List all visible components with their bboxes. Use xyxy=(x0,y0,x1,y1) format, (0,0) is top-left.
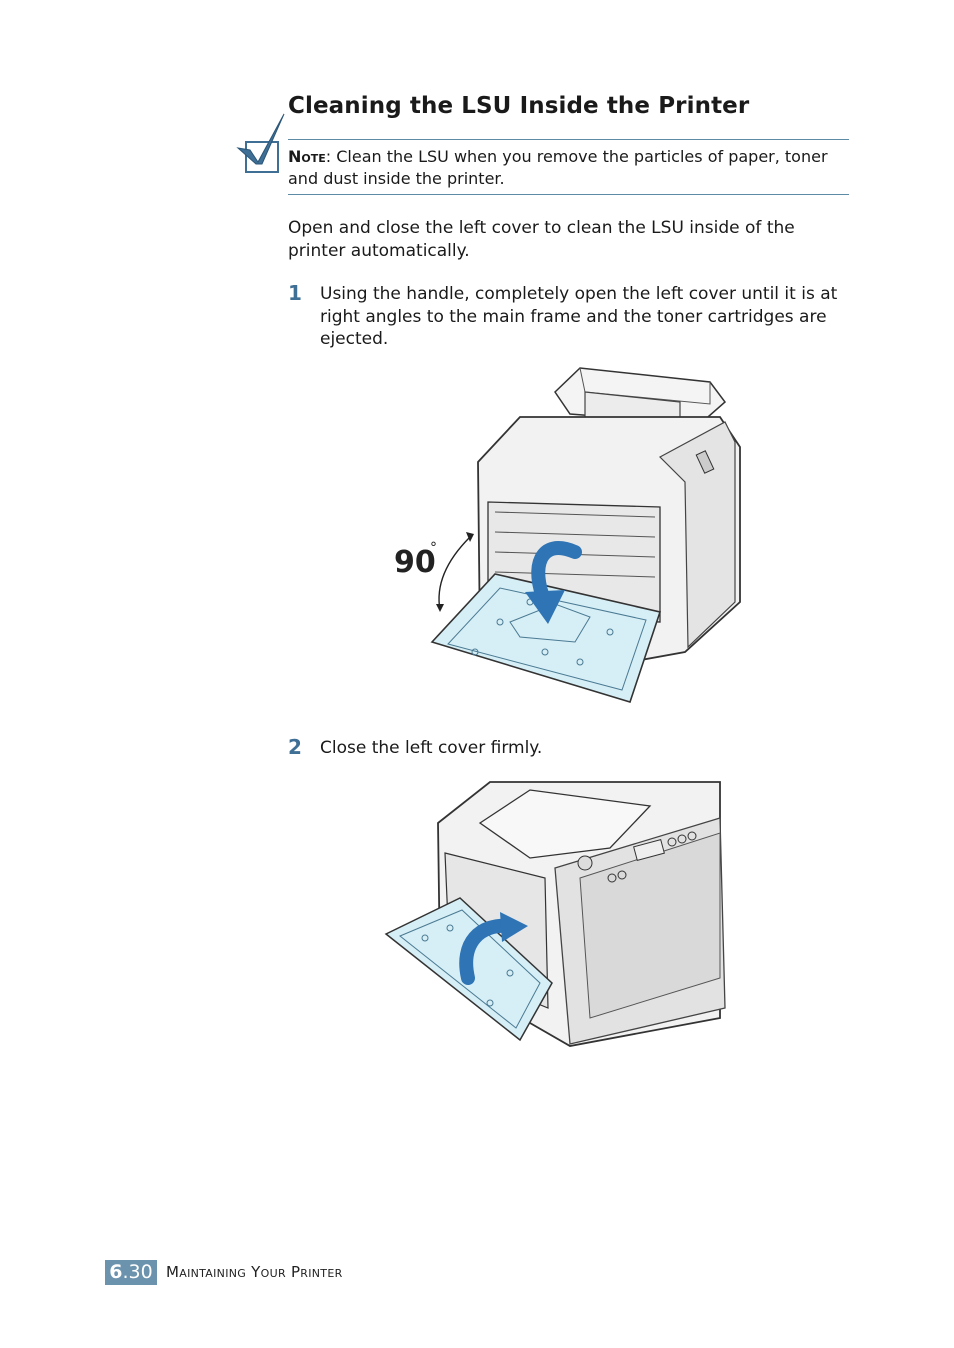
footer-page-number: 6.30 xyxy=(105,1260,157,1285)
checkmark-note-icon xyxy=(236,112,288,174)
angle-label: 90 xyxy=(394,545,436,580)
step-2-number: 2 xyxy=(288,735,302,759)
degree-symbol: ° xyxy=(430,540,437,556)
printer-cover-open-illustration: 90 ° xyxy=(380,362,750,707)
footer-section-title: Maintaining Your Printer xyxy=(166,1263,343,1281)
page-title: Cleaning the LSU Inside the Printer xyxy=(288,93,750,120)
step-1-number: 1 xyxy=(288,281,302,305)
note-top-rule xyxy=(288,139,849,140)
footer-chapter: 6 xyxy=(109,1261,123,1283)
note-bottom-rule xyxy=(288,194,849,195)
printer-cover-close-illustration xyxy=(380,778,730,1050)
note-separator: : xyxy=(325,147,332,166)
step-2-text: Close the left cover firmly. xyxy=(320,738,543,758)
note-label: Note xyxy=(288,147,326,166)
footer-page: .30 xyxy=(122,1261,153,1283)
intro-paragraph: Open and close the left cover to clean t… xyxy=(288,218,795,261)
note-text: Clean the LSU when you remove the partic… xyxy=(288,147,828,188)
step-1-text: Using the handle, completely open the le… xyxy=(320,284,838,349)
note-block: Note: Clean the LSU when you remove the … xyxy=(288,146,848,190)
footer-page-box xyxy=(105,1260,157,1285)
